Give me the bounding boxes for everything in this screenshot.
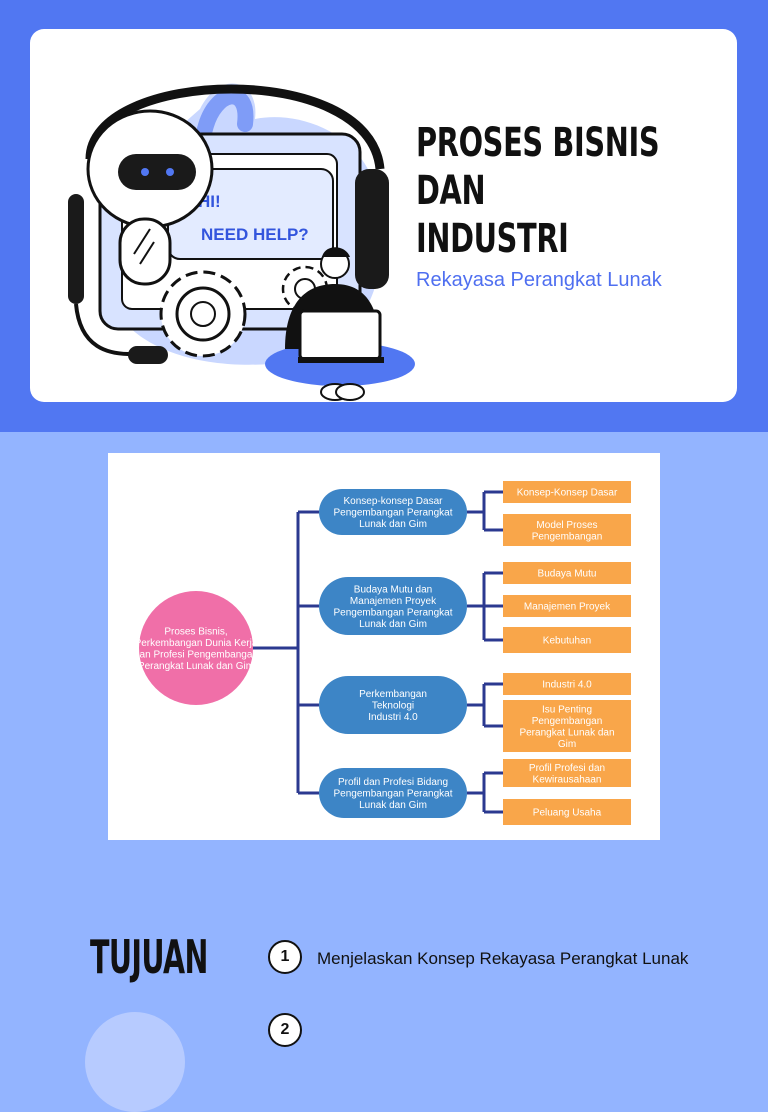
root-node (139, 591, 253, 705)
tujuan-heading: TUJUAN (90, 930, 208, 984)
goal-2-number: 2 (268, 1013, 302, 1047)
goal-1-number: 1 (268, 940, 302, 974)
root-node-label-line-2: Perkembangan Dunia Kerja (135, 638, 258, 649)
leaf-node-3-2-label-line-2: Pengembangan (532, 716, 603, 727)
leaf-node-1-2-label-line-1: Model Proses (536, 520, 597, 531)
leaf-node-4-1-label-line-1: Profil Profesi dan (529, 763, 605, 774)
leaf-node-4-2-label-line-1: Peluang Usaha (533, 808, 602, 819)
root-node-label-line-3: dan Profesi Pengembangan (134, 649, 258, 660)
branch-node-4-label-line-1: Profil dan Profesi Bidang (338, 777, 448, 788)
leaf-node-3-2-label-line-4: Gim (558, 739, 576, 750)
leaf-node-3-1 (503, 673, 631, 695)
decorative-circle (85, 1012, 185, 1112)
branch-node-2 (319, 577, 467, 635)
branch-node-3-label-line-1: Perkembangan (359, 689, 427, 700)
leaf-node-2-2-label-line-1: Manajemen Proyek (524, 602, 611, 613)
title-line-3: INDUSTRI (416, 216, 569, 262)
leaf-node-2-2 (503, 595, 631, 617)
branch-node-3 (319, 676, 467, 734)
goal-1-text: Menjelaskan Konsep Rekayasa Perangkat Lu… (317, 949, 689, 968)
leaf-node-2-1-label-line-1: Budaya Mutu (538, 569, 597, 580)
root-node-label-line-1: Proses Bisnis, (164, 626, 227, 637)
leaf-node-1-1 (503, 481, 631, 503)
branch-node-1-label-line-1: Konsep-konsep Dasar (344, 496, 444, 507)
help-robot-illustration: HI! NEED HELP? (68, 83, 415, 401)
leaf-node-1-2 (503, 514, 631, 546)
branch-node-4-label-line-2: Pengembangan Perangkat (334, 789, 453, 800)
leaf-node-2-1 (503, 562, 631, 584)
hero-card: HI! NEED HELP? (30, 29, 737, 402)
branch-node-3-label-line-3: Industri 4.0 (368, 712, 418, 723)
leaf-node-1-2-label-line-2: Pengembangan (532, 531, 603, 542)
leaf-node-4-1 (503, 759, 631, 787)
leaf-node-3-2-label-line-3: Perangkat Lunak dan (519, 727, 614, 738)
leaf-node-3-2 (503, 700, 631, 752)
page-subtitle: Rekayasa Perangkat Lunak (416, 269, 662, 291)
branch-node-1-label-line-3: Lunak dan Gim (359, 519, 427, 530)
branch-node-3-label-line-2: Teknologi (372, 701, 414, 712)
branch-node-2-label-line-2: Manajemen Proyek (350, 596, 437, 607)
branch-node-1-label-line-2: Pengembangan Perangkat (334, 508, 453, 519)
page-title: PROSES BISNIS DAN INDUSTRI (416, 119, 660, 263)
leaf-node-3-1-label-line-1: Industri 4.0 (542, 680, 592, 691)
branch-node-4-label-line-3: Lunak dan Gim (359, 800, 427, 811)
bubble-line2: NEED HELP? (201, 225, 309, 244)
leaf-node-2-3-label-line-1: Kebutuhan (543, 636, 591, 647)
branch-node-2-label-line-4: Lunak dan Gim (359, 619, 427, 630)
leaf-node-1-1-label-line-1: Konsep-Konsep Dasar (517, 488, 618, 499)
mindmap-diagram: Proses Bisnis,Perkembangan Dunia Kerjada… (134, 481, 631, 825)
branch-node-1 (319, 489, 467, 535)
leaf-node-3-2-label-line-1: Isu Penting (542, 704, 592, 715)
leaf-node-4-2 (503, 799, 631, 825)
branch-node-4 (319, 768, 467, 818)
leaf-node-4-1-label-line-2: Kewirausahaan (533, 774, 602, 785)
title-line-1: PROSES BISNIS (416, 120, 660, 166)
leaf-node-2-3 (503, 627, 631, 653)
branch-node-2-label-line-1: Budaya Mutu dan (354, 584, 432, 595)
root-node-label-line-4: Perangkat Lunak dan Gim (138, 661, 254, 672)
gear-icon (159, 270, 247, 358)
title-line-2: DAN (416, 168, 486, 214)
branch-node-2-label-line-3: Pengembangan Perangkat (334, 607, 453, 618)
